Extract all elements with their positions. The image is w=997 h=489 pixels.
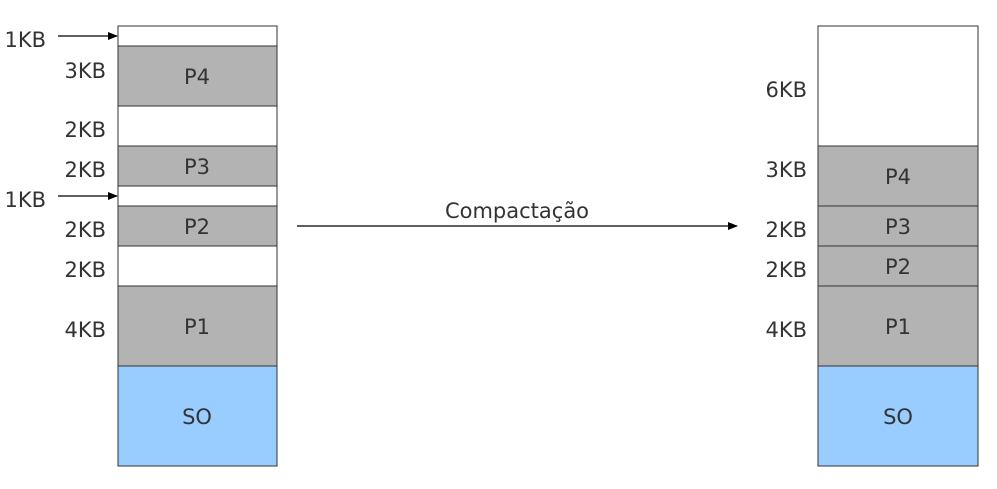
before-block-3: 2KB	[64, 105, 278, 147]
memory-after: 6KB 3KB P4 2KB P3 2KB P2 4KB P1 SO	[765, 25, 979, 467]
size-label: 1KB	[4, 28, 46, 52]
size-label: 1KB	[4, 188, 46, 212]
block-label: P2	[184, 215, 210, 239]
before-block-4: 2KB P3	[64, 145, 278, 187]
block-label: P1	[885, 315, 911, 339]
memory-before: 1KB 3KB P4 2KB 2KB P3 1KB 2KB P2 2KB	[4, 25, 278, 467]
block-label: P1	[184, 315, 210, 339]
size-label: 3KB	[64, 59, 106, 83]
process-block	[817, 285, 979, 367]
size-label: 2KB	[64, 218, 106, 242]
free-block	[117, 105, 278, 147]
after-block-6: SO	[817, 365, 979, 467]
block-label: P3	[184, 155, 210, 179]
size-label: 4KB	[765, 318, 807, 342]
size-label: 2KB	[64, 118, 106, 142]
before-block-7: 2KB	[64, 245, 278, 287]
block-label: P4	[184, 65, 210, 89]
process-block	[817, 205, 979, 247]
block-label: SO	[182, 405, 212, 429]
free-block	[117, 25, 278, 47]
before-block-6: 2KB P2	[64, 205, 278, 247]
compaction-transition: Compactação	[297, 199, 738, 230]
os-block	[817, 365, 979, 467]
block-label: P3	[885, 215, 911, 239]
size-label: 4KB	[64, 318, 106, 342]
free-block	[117, 245, 278, 287]
before-block-1: 1KB	[4, 25, 278, 52]
after-block-1: 6KB	[765, 25, 979, 147]
process-block	[117, 145, 278, 187]
size-label: 6KB	[765, 78, 807, 102]
transition-label: Compactação	[445, 199, 589, 223]
process-block	[117, 285, 278, 367]
after-block-4: 2KB P2	[765, 245, 979, 287]
block-label: SO	[883, 405, 913, 429]
os-block	[117, 365, 278, 467]
process-block	[817, 245, 979, 287]
size-label: 2KB	[765, 258, 807, 282]
size-label: 2KB	[765, 218, 807, 242]
free-block	[817, 25, 979, 147]
before-block-9: SO	[117, 365, 278, 467]
free-block	[117, 185, 278, 207]
before-block-8: 4KB P1	[64, 285, 278, 367]
after-block-5: 4KB P1	[765, 285, 979, 367]
size-label: 3KB	[765, 158, 807, 182]
before-block-2: 3KB P4	[64, 45, 278, 107]
block-label: P4	[885, 165, 911, 189]
size-label: 2KB	[64, 158, 106, 182]
process-block	[117, 205, 278, 247]
after-block-3: 2KB P3	[765, 205, 979, 247]
size-label: 2KB	[64, 258, 106, 282]
after-block-2: 3KB P4	[765, 145, 979, 207]
block-label: P2	[885, 255, 911, 279]
